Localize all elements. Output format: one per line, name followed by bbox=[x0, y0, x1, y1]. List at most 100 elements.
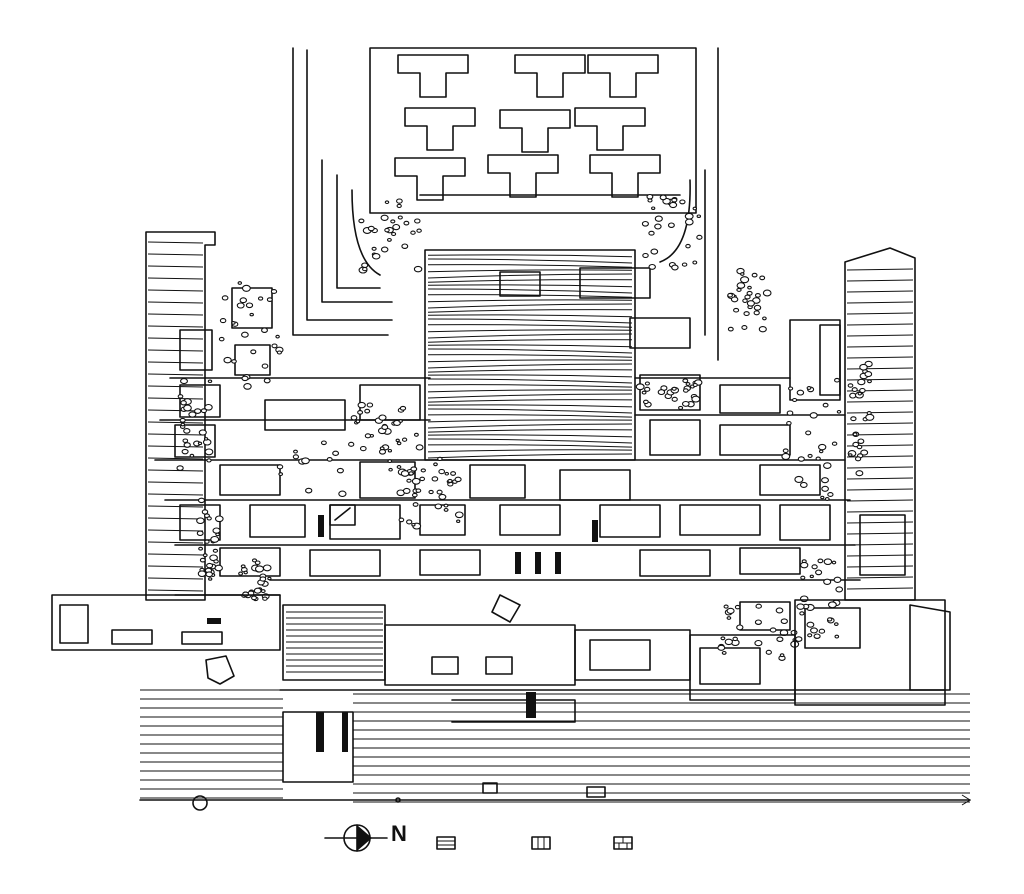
terrace-line bbox=[846, 301, 914, 304]
stone bbox=[782, 448, 789, 454]
left-terraces bbox=[145, 231, 216, 601]
stone bbox=[266, 297, 273, 302]
stone bbox=[646, 193, 654, 200]
t-cell bbox=[397, 54, 469, 98]
stair-step bbox=[427, 354, 633, 358]
stone bbox=[788, 386, 794, 391]
stone bbox=[261, 327, 268, 333]
stone bbox=[726, 616, 732, 620]
stone bbox=[857, 378, 866, 386]
terrace-line bbox=[846, 400, 914, 403]
stone bbox=[865, 413, 875, 421]
room bbox=[639, 549, 711, 577]
stone bbox=[827, 492, 834, 497]
stone bbox=[827, 601, 837, 609]
room bbox=[739, 601, 791, 631]
stone bbox=[796, 603, 805, 610]
stone bbox=[243, 570, 248, 575]
terrace-line bbox=[846, 411, 914, 414]
stone bbox=[214, 564, 223, 572]
stone bbox=[241, 331, 249, 338]
room bbox=[699, 647, 761, 685]
stone bbox=[410, 466, 418, 472]
stone bbox=[765, 649, 772, 655]
room bbox=[779, 504, 831, 541]
stone bbox=[867, 379, 872, 384]
stair-step bbox=[427, 269, 633, 273]
stone bbox=[357, 401, 366, 409]
terrace-line bbox=[147, 301, 204, 304]
stair-step bbox=[427, 324, 633, 328]
terrace-line bbox=[147, 469, 204, 472]
stone bbox=[827, 617, 833, 622]
stone bbox=[210, 535, 220, 543]
stone bbox=[835, 586, 844, 593]
stone bbox=[219, 318, 227, 324]
stone bbox=[746, 300, 755, 307]
terrace-line bbox=[147, 337, 204, 340]
stone bbox=[759, 275, 766, 281]
stone bbox=[667, 222, 675, 228]
terrace-line bbox=[846, 334, 914, 337]
stair-step bbox=[427, 408, 633, 414]
stone bbox=[241, 375, 249, 382]
stone bbox=[762, 289, 772, 297]
terrace-line bbox=[846, 323, 914, 326]
upper-enclosure bbox=[292, 47, 719, 361]
stone bbox=[419, 476, 426, 482]
terrace-line bbox=[147, 517, 204, 520]
stone bbox=[786, 410, 794, 416]
stone bbox=[732, 636, 738, 642]
stone bbox=[696, 234, 703, 240]
terrace-line bbox=[846, 554, 914, 557]
terrace-line bbox=[147, 325, 204, 328]
lower-rooms bbox=[282, 594, 951, 706]
terrace-line bbox=[846, 345, 914, 348]
stone bbox=[270, 289, 278, 294]
stone bbox=[650, 248, 659, 255]
legend-symbol-2 bbox=[531, 836, 551, 850]
stone bbox=[685, 382, 691, 386]
stone bbox=[203, 437, 209, 441]
stone bbox=[221, 295, 229, 301]
stone bbox=[223, 356, 232, 364]
stair-step bbox=[427, 374, 633, 378]
terrace-line bbox=[147, 589, 204, 592]
terrace-line bbox=[147, 241, 204, 244]
stone bbox=[436, 489, 443, 495]
stone bbox=[239, 297, 248, 304]
stone bbox=[833, 622, 839, 626]
stone bbox=[276, 464, 284, 470]
stone bbox=[692, 382, 698, 388]
stone bbox=[762, 316, 767, 321]
stone bbox=[854, 456, 862, 462]
stone bbox=[348, 441, 355, 447]
stair-step bbox=[427, 434, 633, 438]
stone bbox=[754, 639, 763, 647]
stone bbox=[301, 457, 310, 465]
stone bbox=[818, 443, 827, 451]
stair-step bbox=[427, 444, 633, 448]
terrace-line bbox=[147, 373, 204, 376]
stone bbox=[733, 307, 740, 313]
room-complex bbox=[154, 193, 906, 685]
room bbox=[559, 469, 631, 501]
stone bbox=[411, 492, 418, 498]
stone bbox=[720, 636, 726, 641]
stair-step bbox=[427, 288, 633, 294]
stone bbox=[357, 410, 364, 415]
stone bbox=[415, 444, 424, 451]
room bbox=[469, 464, 526, 499]
room bbox=[649, 419, 701, 456]
stone bbox=[412, 502, 419, 507]
stone bbox=[362, 266, 368, 272]
stone bbox=[753, 304, 762, 311]
stone bbox=[860, 449, 869, 456]
stone bbox=[727, 326, 734, 332]
stone bbox=[746, 290, 753, 296]
terrace-line bbox=[147, 577, 204, 580]
stone bbox=[717, 644, 726, 651]
stone bbox=[635, 383, 645, 391]
stone bbox=[396, 441, 402, 446]
bottom-bands bbox=[139, 689, 971, 811]
